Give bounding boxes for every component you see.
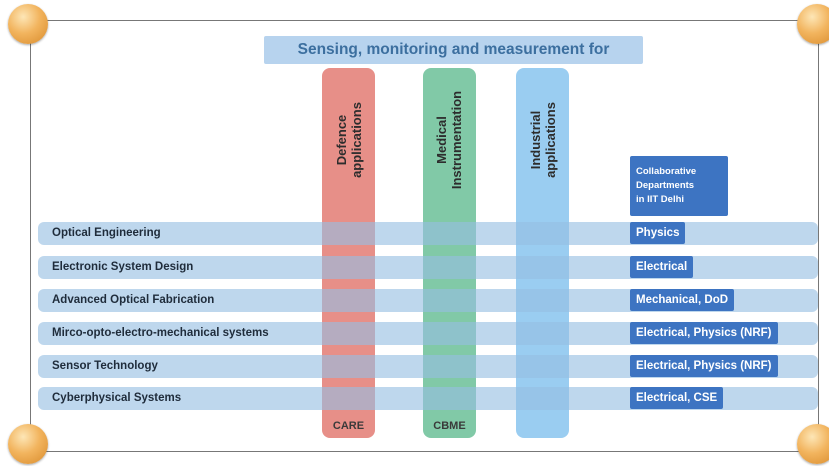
column-defence-line2: applications (348, 102, 364, 178)
column-medical-line2: Instrumentation (449, 90, 465, 190)
row-label: Electronic System Design (52, 261, 194, 273)
column-defence-line1: Defence (333, 114, 349, 166)
row-electronic-system-design: Electronic System Design (38, 256, 818, 279)
row-label: Advanced Optical Fabrication (52, 294, 215, 306)
corner-ornament-top-left (8, 4, 48, 44)
column-medical-footer: CBME (433, 420, 466, 432)
dept-tag-electrical: Electrical (630, 256, 694, 278)
column-industrial-line2: applications (542, 102, 558, 178)
dept-tag-electrical-physics-nrf: Electrical, Physics (NRF) (630, 322, 778, 344)
column-medical-header: Medical Instrumentation (423, 70, 476, 210)
row-advanced-optical-fabrication: Advanced Optical Fabrication (38, 289, 818, 312)
collaborative-departments-header: Collaborative Departments in IIT Delhi (630, 156, 728, 216)
diagram-title: Sensing, monitoring and measurement for (264, 36, 643, 64)
column-medical-line1: Medical (434, 116, 450, 164)
row-label: Mirco-opto-electro-mechanical systems (52, 327, 269, 339)
column-industrial-header: Industrial applications (516, 70, 569, 210)
corner-ornament-bottom-right (797, 424, 829, 464)
row-label: Cyberphysical Systems (52, 392, 182, 404)
corner-ornament-bottom-left (8, 424, 48, 464)
row-moems: Mirco-opto-electro-mechanical systems (38, 322, 818, 345)
dept-tag-mechanical-dod: Mechanical, DoD (630, 289, 735, 311)
column-defence-header: Defence applications (322, 70, 375, 210)
corner-ornament-top-right (797, 4, 829, 44)
row-optical-engineering: Optical Engineering (38, 222, 818, 245)
row-sensor-technology: Sensor Technology (38, 355, 818, 378)
dept-tag-electrical-physics-nrf-2: Electrical, Physics (NRF) (630, 355, 778, 377)
dept-tag-physics: Physics (630, 222, 686, 244)
dept-tag-electrical-cse: Electrical, CSE (630, 387, 724, 409)
column-industrial-line1: Industrial (527, 110, 543, 170)
collaborative-departments-text: Collaborative Departments in IIT Delhi (636, 166, 697, 205)
row-label: Sensor Technology (52, 360, 158, 372)
row-label: Optical Engineering (52, 227, 161, 239)
row-cyberphysical-systems: Cyberphysical Systems (38, 387, 818, 410)
column-defence-footer: CARE (332, 420, 365, 432)
